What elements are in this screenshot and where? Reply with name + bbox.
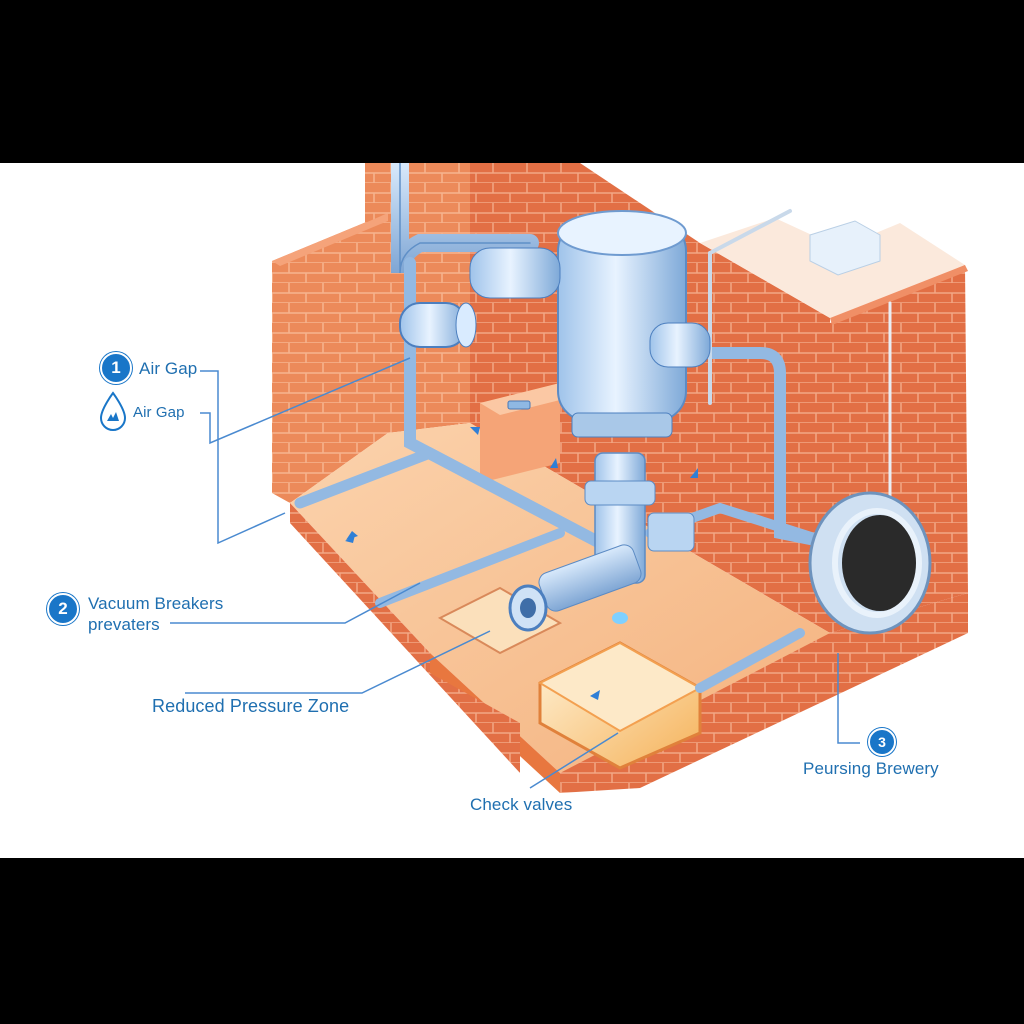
badge-2: 2	[47, 593, 79, 625]
label-reduced-pressure-zone: Reduced Pressure Zone	[152, 696, 350, 716]
label-check-valves: Check valves	[470, 795, 573, 814]
left-brick-wall	[272, 213, 388, 503]
leader-vacuum	[170, 582, 421, 624]
label-vacuum-breakers: Vacuum Breakers	[88, 594, 224, 613]
label-vacuum-breakers-line2: prevaters	[88, 615, 160, 634]
leader-pursing	[837, 653, 860, 744]
label-pursing-brewery: Peursing Brewery	[803, 759, 939, 778]
badge-1: 1	[100, 352, 132, 384]
leader-check-valves	[529, 732, 619, 789]
diagram-canvas: 1 Air Gap Air Gap 2 Vacuum Breakers prev…	[0, 163, 1024, 858]
leader-air-gap-2	[200, 357, 411, 445]
badge-3: 3	[868, 728, 896, 756]
leader-air-gap-1	[200, 370, 286, 545]
label-air-gap: Air Gap	[139, 359, 198, 378]
label-air-gap-secondary: Air Gap	[133, 404, 185, 421]
plumbing-illustration	[170, 163, 968, 793]
leader-reduced-pressure	[185, 630, 491, 694]
water-drop-icon	[98, 391, 128, 433]
